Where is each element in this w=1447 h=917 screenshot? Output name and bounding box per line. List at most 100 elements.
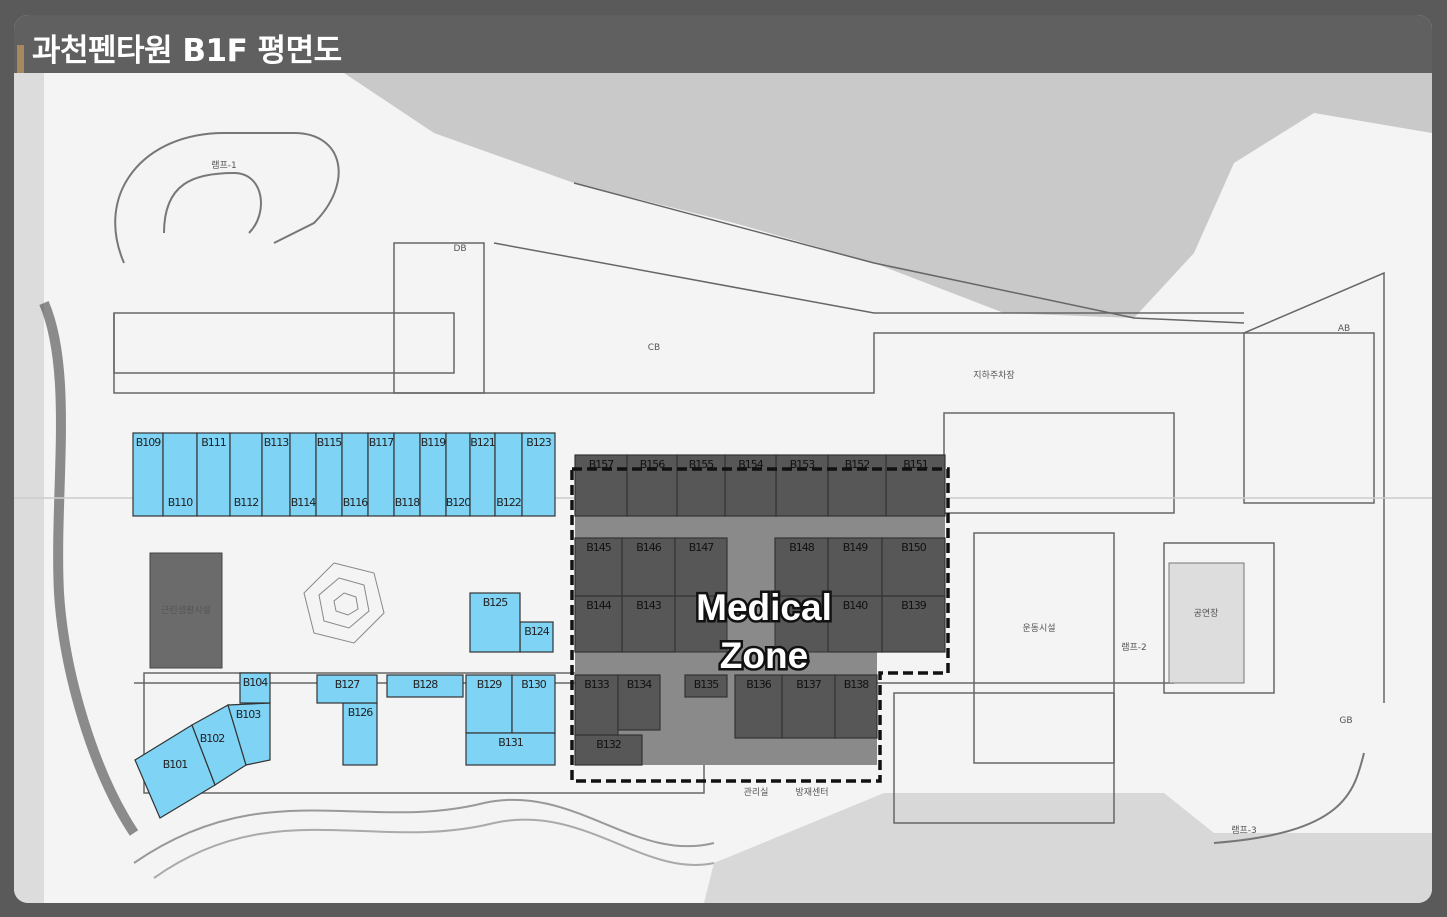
- medical-unit-b153[interactable]: B153: [775, 454, 829, 517]
- unit-label: B123: [526, 436, 552, 449]
- unit-shape: [316, 674, 378, 704]
- medical-zone-title-line1: Medical: [696, 587, 832, 628]
- medical-unit-b155[interactable]: B155: [676, 454, 726, 517]
- gate-db-label: DB: [453, 244, 466, 254]
- floor-plan: 근린생활시설 B101B102B103B104B109B110B111B112B…: [14, 73, 1432, 903]
- unit-shape: [724, 454, 777, 517]
- medical-unit-b146[interactable]: B146: [621, 537, 676, 597]
- title-bar: 과천펜타원 B1F 평면도: [14, 15, 1432, 81]
- retail-unit-b110[interactable]: B110: [162, 432, 198, 517]
- retail-unit-b109[interactable]: B109: [132, 432, 164, 517]
- retail-unit-b112[interactable]: B112: [229, 432, 263, 517]
- unit-label: B112: [234, 496, 259, 509]
- retail-unit-b115[interactable]: B115: [315, 432, 343, 517]
- retail-unit-b129[interactable]: B129: [465, 674, 513, 734]
- management-office-label: 관리실: [744, 787, 769, 798]
- retail-unit-b103[interactable]: B103: [227, 702, 271, 766]
- retail-unit-b113[interactable]: B113: [261, 432, 291, 517]
- retail-unit-b128[interactable]: B128: [386, 674, 464, 698]
- unit-shape: [734, 674, 783, 739]
- unit-shape: [621, 537, 676, 597]
- medical-unit-b152[interactable]: B152: [827, 454, 887, 517]
- unit-label: B131: [498, 736, 523, 749]
- retail-unit-b111[interactable]: B111: [196, 432, 231, 517]
- retail-unit-b120[interactable]: B120: [445, 432, 472, 517]
- medical-unit-b157[interactable]: B157: [574, 454, 628, 517]
- unit-label: B116: [343, 496, 369, 509]
- ramp-curve: [114, 132, 340, 264]
- medical-unit-b134[interactable]: B134: [617, 674, 661, 731]
- medical-unit-b149[interactable]: B149: [827, 537, 883, 597]
- medical-unit-b140[interactable]: B140: [827, 595, 883, 653]
- medical-unit-b137[interactable]: B137: [781, 674, 836, 739]
- unit-label: B110: [168, 496, 194, 509]
- unit-label: B111: [201, 436, 226, 449]
- retail-unit-b124[interactable]: B124: [519, 621, 554, 653]
- gate-ab-label: AB: [1338, 324, 1350, 334]
- medical-unit-b139[interactable]: B139: [881, 595, 946, 653]
- neighborhood-facility-block[interactable]: [149, 552, 223, 669]
- retail-unit-b122[interactable]: B122: [494, 432, 523, 517]
- retail-unit-b123[interactable]: B123: [521, 432, 556, 517]
- units-layer: B101B102B103B104B109B110B111B112B113B114…: [132, 432, 946, 819]
- retail-unit-b118[interactable]: B118: [393, 432, 421, 517]
- unit-shape: [393, 432, 421, 517]
- retail-unit-b121[interactable]: B121: [469, 432, 496, 517]
- medical-unit-b144[interactable]: B144: [574, 595, 623, 653]
- unit-label: B104: [243, 676, 269, 689]
- medical-unit-b151[interactable]: B151: [885, 454, 946, 517]
- unit-label: B145: [586, 541, 612, 554]
- medical-unit-b145[interactable]: B145: [574, 537, 623, 597]
- medical-unit-b148[interactable]: B148: [774, 537, 829, 597]
- unit-label: B103: [236, 708, 262, 721]
- theater-seating: [1168, 562, 1245, 684]
- medical-unit-b154[interactable]: B154: [724, 454, 777, 517]
- retail-unit-b130[interactable]: B130: [511, 674, 556, 734]
- unit-label: B140: [843, 599, 869, 612]
- retail-unit-b117[interactable]: B117: [367, 432, 395, 517]
- unit-label: B129: [477, 678, 503, 691]
- spiral-feature: [303, 562, 385, 644]
- outer-area: [704, 793, 1432, 903]
- retail-unit-b126[interactable]: B126: [342, 702, 378, 766]
- retail-unit-b119[interactable]: B119: [419, 432, 447, 517]
- unit-shape: [574, 537, 623, 597]
- unit-shape: [521, 432, 556, 517]
- unit-label: B153: [790, 458, 816, 471]
- parking-label: 지하주차장: [973, 369, 1014, 381]
- retail-unit-b127[interactable]: B127: [316, 674, 378, 704]
- unit-shape: [885, 454, 946, 517]
- medical-unit-b156[interactable]: B156: [626, 454, 678, 517]
- medical-unit-b136[interactable]: B136: [734, 674, 783, 739]
- bottom-wave-2: [153, 818, 715, 879]
- unit-shape: [775, 454, 829, 517]
- retail-unit-b125[interactable]: B125: [469, 592, 521, 653]
- sports-facility-label: 운동시설: [1022, 623, 1055, 634]
- medical-unit-b147[interactable]: B147: [674, 537, 728, 597]
- retail-unit-b104[interactable]: B104: [239, 672, 271, 704]
- retail-unit-b116[interactable]: B116: [341, 432, 369, 517]
- retail-unit-b114[interactable]: B114: [289, 432, 317, 517]
- ramp-1-label: 램프-1: [211, 159, 237, 171]
- road-area: [14, 73, 1432, 318]
- unit-shape: [574, 454, 628, 517]
- left-landscape: [14, 73, 44, 903]
- unit-label: B128: [413, 678, 439, 691]
- unit-label: B138: [844, 678, 870, 691]
- medical-unit-b133[interactable]: B133: [574, 674, 619, 736]
- medical-unit-b143[interactable]: B143: [621, 595, 676, 653]
- unit-shape: [574, 595, 623, 653]
- medical-unit-b135[interactable]: B135: [684, 674, 728, 698]
- unit-shape: [341, 432, 369, 517]
- medical-unit-b132[interactable]: B132: [574, 734, 643, 766]
- floor-plan-frame: 과천펜타원 B1F 평면도 근린생활시설: [14, 15, 1432, 903]
- unit-shape: [386, 674, 464, 698]
- medical-unit-b138[interactable]: B138: [834, 674, 878, 739]
- unit-label: B143: [636, 599, 662, 612]
- unit-label: B118: [395, 496, 421, 509]
- retail-unit-b102[interactable]: B102: [191, 704, 247, 786]
- medical-unit-b150[interactable]: B150: [881, 537, 946, 597]
- retail-unit-b131[interactable]: B131: [465, 732, 556, 766]
- medical-unit[interactable]: [674, 595, 728, 653]
- unit-label: B133: [584, 678, 610, 691]
